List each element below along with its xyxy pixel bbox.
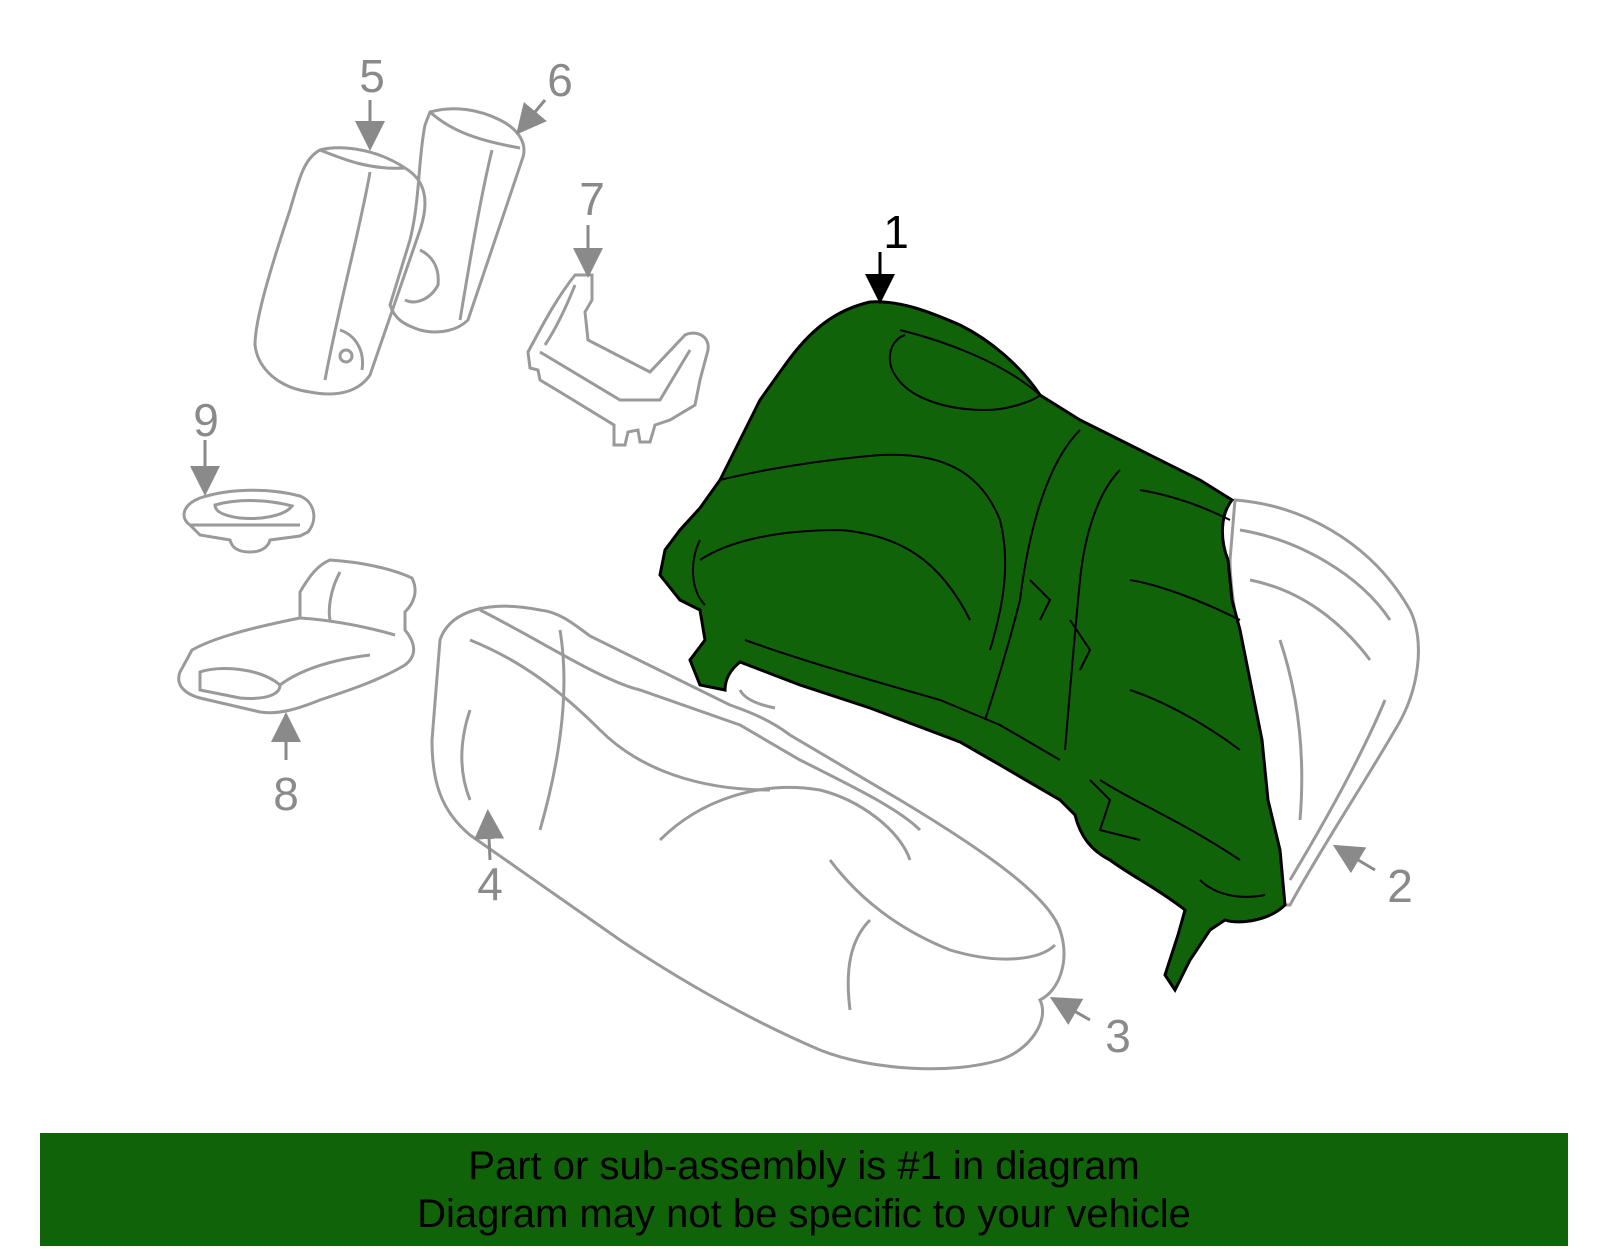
banner-line-2: Diagram may not be specific to your vehi… xyxy=(417,1191,1191,1236)
part-5-headrest[interactable] xyxy=(253,146,427,396)
info-banner: Part or sub-assembly is #1 in diagram Di… xyxy=(40,1133,1568,1246)
part-7-bracket[interactable] xyxy=(526,273,710,447)
callout-leaders xyxy=(190,99,1376,1025)
callout-2[interactable]: 2 xyxy=(1387,860,1413,912)
part-8-armrest[interactable] xyxy=(177,558,417,715)
leader-2 xyxy=(1332,844,1376,874)
part-6-headrest[interactable] xyxy=(388,107,526,334)
callout-4[interactable]: 4 xyxy=(477,858,503,910)
callout-7[interactable]: 7 xyxy=(579,173,605,225)
leader-3 xyxy=(1049,997,1091,1025)
part-1-seat-back-frame[interactable] xyxy=(658,300,1287,993)
callout-9[interactable]: 9 xyxy=(193,394,219,446)
part-3-4-seat-cushion[interactable] xyxy=(430,604,1066,1071)
banner-line-1: Part or sub-assembly is #1 in diagram xyxy=(468,1143,1140,1188)
callout-6[interactable]: 6 xyxy=(547,54,573,106)
part-9-clip[interactable] xyxy=(182,488,316,554)
callout-5[interactable]: 5 xyxy=(359,50,385,102)
callout-8[interactable]: 8 xyxy=(273,768,299,820)
leader-6 xyxy=(516,99,547,135)
callout-3[interactable]: 3 xyxy=(1105,1010,1131,1062)
callout-labels: 1 2 3 4 5 6 7 8 9 xyxy=(193,50,1413,1062)
leader-4 xyxy=(474,809,505,861)
callout-1[interactable]: 1 xyxy=(883,206,909,258)
